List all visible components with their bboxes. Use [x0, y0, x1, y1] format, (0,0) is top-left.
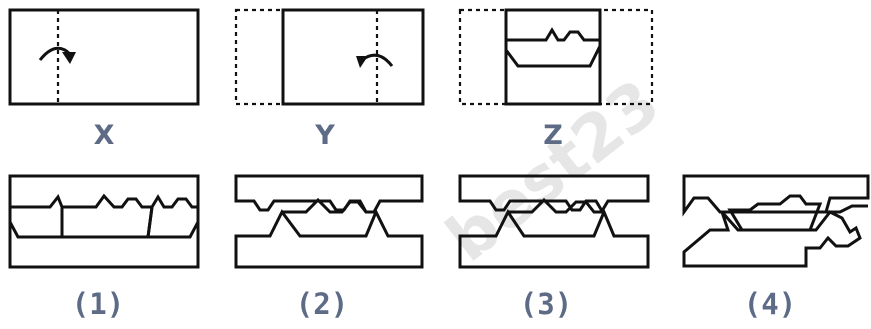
step-z-cut-shape: [504, 27, 602, 68]
step-y-arrowhead: [356, 56, 368, 68]
option-4-edge-tab: [826, 204, 868, 214]
step-x-paper: [8, 8, 200, 106]
option-1-paper: [8, 174, 200, 269]
option-2-cut-outline: [282, 197, 376, 214]
option-2-bottom-half: [234, 208, 424, 269]
option-2-figure: [234, 174, 424, 269]
label-x: X: [94, 120, 115, 151]
option-1-cut-right: [146, 194, 200, 239]
label-z: Z: [543, 120, 563, 151]
option-4-label: (4): [744, 287, 796, 321]
step-y-folded-ghost: [234, 8, 285, 106]
watermark: best23: [434, 66, 674, 276]
option-2-top-half: [234, 174, 424, 214]
step-x-arrowhead: [62, 52, 76, 64]
step-x-figure: [8, 8, 200, 106]
option-3-label: (3): [520, 287, 572, 321]
option-1-figure: [8, 174, 200, 269]
option-4-bottom-half: [682, 210, 862, 268]
option-2-label: (2): [296, 287, 348, 321]
option-1-cut-middle: [60, 193, 154, 239]
option-3-cut-outline: [508, 197, 604, 214]
label-y: Y: [314, 120, 335, 151]
step-z-paper: [504, 8, 602, 106]
option-3-top-half: [458, 174, 650, 214]
option-4-top-half: [682, 174, 870, 217]
option-3-figure: [458, 174, 650, 269]
option-1-label: (1): [72, 287, 124, 321]
option-4-figure: [682, 174, 870, 268]
step-y-paper: [281, 8, 425, 106]
step-y-figure: [234, 8, 425, 106]
step-z-figure: [458, 8, 654, 106]
option-1-cut-left: [8, 194, 64, 239]
option-4-cut-shape: [727, 194, 823, 232]
